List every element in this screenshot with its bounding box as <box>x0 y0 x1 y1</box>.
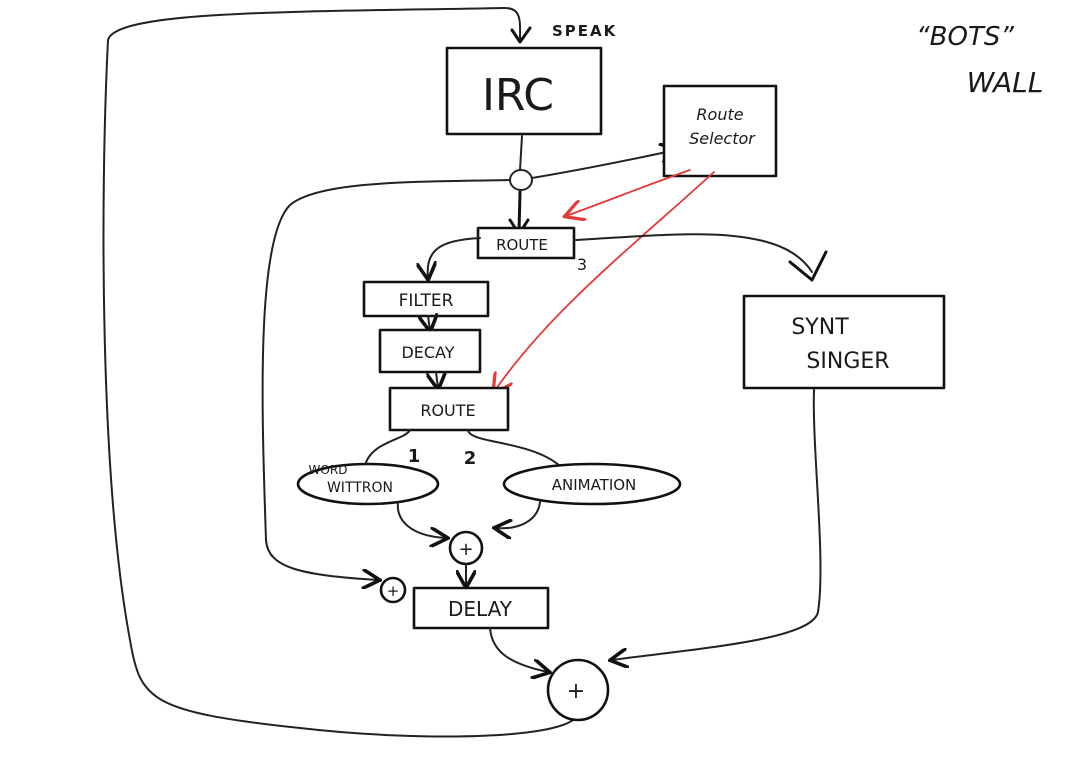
sum-small-label: + <box>458 539 473 560</box>
irc-box <box>445 46 603 136</box>
synth-label-2: SINGER <box>806 349 889 374</box>
filter-to-decay-line <box>428 316 430 330</box>
synth-label-1: SYNT <box>791 315 849 340</box>
word-to-sum-line <box>396 501 446 538</box>
word-wittron-label-2: WITTRON <box>327 480 393 496</box>
decay-to-route-line <box>436 372 438 388</box>
route-selector-box <box>662 84 778 178</box>
speak-arrow-head <box>510 26 532 44</box>
port-1-label: 1 <box>408 446 421 467</box>
decay-label: DECAY <box>401 343 454 362</box>
word-wittron-label-1: WORD <box>309 463 348 477</box>
selector-to-route-top-arrow <box>566 169 691 216</box>
route-top-label: ROUTE <box>496 236 548 254</box>
route-mid-box <box>388 386 510 432</box>
delay-box <box>412 586 550 630</box>
decay-box <box>378 328 482 374</box>
route-top-port-label: 3 <box>577 255 587 274</box>
filter-box <box>362 280 490 318</box>
synth-arrow-head <box>788 250 828 282</box>
annotation-subtitle: WALL <box>967 66 1044 99</box>
sum-left-label: + <box>387 582 400 600</box>
sum-big-node <box>546 658 610 722</box>
synth-singer-box <box>742 294 946 390</box>
animation-label: ANIMATION <box>552 476 637 494</box>
animation-ellipse <box>502 462 682 506</box>
filter-label: FILTER <box>399 291 454 311</box>
splitter-to-selector-line <box>531 150 676 179</box>
irc-label: IRC <box>482 70 554 121</box>
speak-label: SPEAK <box>552 22 617 40</box>
annotation-title: “BOTS” <box>916 22 1014 52</box>
animation-to-sum-line <box>496 501 541 528</box>
bypass-line <box>261 179 511 580</box>
route-mid-label: ROUTE <box>420 401 475 420</box>
delay-to-sum-line <box>489 627 548 672</box>
splitter-to-route-line <box>517 190 522 234</box>
sum-big-label: + <box>567 679 585 704</box>
route-selector-label-1: Route <box>696 105 743 124</box>
route-selector-label-2: Selector <box>689 129 756 148</box>
splitter-node <box>509 169 533 191</box>
delay-label: DELAY <box>448 597 513 621</box>
irc-to-splitter-line <box>519 135 523 171</box>
selector-to-route-mid-arrow <box>494 171 715 392</box>
feedback-loop-line <box>102 7 579 738</box>
word-wittron-ellipse <box>296 462 440 506</box>
route-top-box <box>476 226 576 260</box>
route-to-word-line <box>364 429 411 467</box>
synth-to-sum-line <box>612 389 822 660</box>
route-to-animation-line <box>467 429 561 467</box>
sum-left-node <box>379 576 407 604</box>
route-to-filter-line <box>428 237 481 278</box>
port-2-label: 2 <box>464 448 477 469</box>
route-to-synth-line <box>575 233 813 273</box>
